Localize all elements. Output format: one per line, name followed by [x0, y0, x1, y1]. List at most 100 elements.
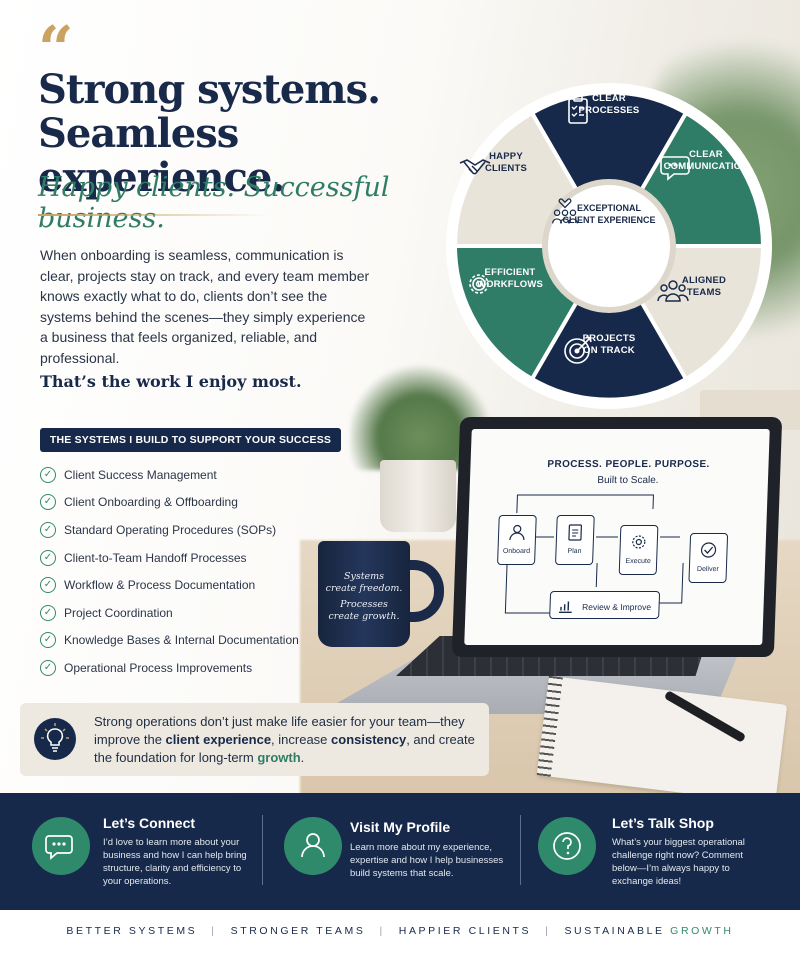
list-item-label: Project Coordination — [64, 605, 173, 620]
plant-pot — [380, 460, 456, 532]
closing-statement: That’s the work I enjoy most. — [40, 372, 302, 391]
process-step-plan: Plan — [555, 515, 595, 565]
list-item: ✓Client Success Management — [40, 461, 330, 489]
mug-text-line: create growth. — [328, 611, 400, 622]
mug-handle — [400, 560, 444, 622]
tagline-underline — [38, 214, 268, 216]
process-step-review: Review & Improve — [549, 591, 661, 619]
team-icon — [657, 280, 689, 302]
check-icon: ✓ — [40, 604, 56, 621]
quote-mark-icon: “ — [38, 12, 74, 85]
segment-label-line-1: HAPPY — [489, 151, 523, 162]
footer-profile-text: Learn more about my experience, expertis… — [350, 842, 504, 879]
list-item: ✓ Standard Operating Procedures (SOPs) — [40, 516, 330, 544]
segment-label-line-1: CLEAR — [592, 93, 626, 104]
clipboard-check-icon — [568, 95, 588, 124]
segment-clear-processes: CLEAR PROCESSES — [561, 93, 657, 124]
mug-text-line: create freedom. — [325, 583, 403, 594]
strap-separator: | — [211, 925, 217, 937]
mug-text: Systems create freedom. Processes create… — [318, 571, 410, 623]
segment-efficient-workflows: EFFICIENT WORKFLOWS — [462, 267, 558, 294]
segment-aligned-teams: ALIGNED TEAMS — [656, 275, 752, 302]
footer-profile[interactable]: Visit My Profile Learn more about my exp… — [284, 811, 514, 895]
footer-strapline: BETTER SYSTEMS | STRONGER TEAMS | HAPPIER CL… — [0, 910, 800, 953]
check-icon: ✓ — [40, 494, 56, 511]
callout-box: Strong operations don’t just make life e… — [20, 703, 489, 776]
list-item-label: Standard Operating Procedures (SOPs) — [64, 522, 277, 537]
process-step-label: Review & Improve — [581, 602, 652, 612]
list-item-label: Knowledge Bases & Internal Documentation — [64, 633, 299, 648]
process-step-execute: Execute — [618, 525, 659, 575]
callout-text-part: Strong operations don’t just make life e… — [94, 714, 465, 747]
chat-icon — [32, 817, 90, 875]
target-icon — [564, 336, 592, 364]
bar-chart-icon — [559, 601, 572, 614]
callout-highlight-growth: growth — [257, 750, 301, 765]
list-item-label: Client-to-Team Handoff Processes — [64, 550, 247, 565]
callout-text-part: , increase — [271, 732, 332, 747]
callout-text-part: , and create the foundation for long-ter… — [94, 732, 475, 765]
chat-bubble-icon — [660, 156, 690, 181]
checklist-icon — [568, 524, 582, 541]
callout-highlight-consistency: consistency — [331, 732, 407, 747]
check-icon: ✓ — [40, 632, 56, 649]
footer-talk-text: What’s your biggest operational challeng… — [612, 837, 745, 887]
people-heart-icon — [552, 198, 578, 224]
segment-label-line-2: COMMUNICATION — [663, 161, 749, 172]
mug-text-line: Systems — [343, 571, 385, 582]
headline-line-1: Strong systems. — [38, 66, 381, 113]
systems-list-title: THE SYSTEMS I BUILD TO SUPPORT YOUR SUCC… — [40, 428, 341, 452]
footer-connect-text: I’d love to learn more about your busine… — [103, 837, 247, 887]
systems-list: ✓Client Success Management ✓ Client Onboa… — [40, 461, 330, 682]
segment-label-line-2: ON TRACK — [583, 345, 635, 356]
check-icon: ✓ — [40, 549, 56, 566]
segment-label-line-1: CLEAR — [689, 149, 723, 160]
list-item: ✓ Client-to-Team Handoff Processes — [40, 544, 330, 572]
list-item: ✓ Knowledge Bases & Internal Documentatio… — [40, 627, 330, 655]
segment-label-line-1: EFFICIENT — [484, 267, 536, 278]
segment-happy-clients: HAPPY CLIENTS — [458, 151, 554, 175]
headline-line-2: Seamless experience. — [38, 110, 285, 201]
callout-highlight-client-experience: client experience — [165, 732, 272, 747]
intro-paragraph: When onboarding is seamless, communicati… — [40, 247, 370, 366]
footer-connect[interactable]: Let’s Connect I’d love to learn more abo… — [32, 811, 252, 895]
center-label-line-1: EXCEPTIONAL — [576, 203, 641, 213]
segment-label-line-2: PROCESSES — [578, 105, 640, 116]
process-step-deliver: Deliver — [688, 533, 729, 583]
footer-talk-title: Let’s Talk Shop — [612, 815, 714, 831]
wheel-center — [542, 179, 676, 313]
segment-label-line-2: WORKFLOWS — [476, 279, 544, 290]
footer-profile-title: Visit My Profile — [350, 819, 451, 835]
check-icon: ✓ — [40, 577, 56, 594]
footer-talk[interactable]: Let’s Talk Shop What’s your biggest oper… — [538, 811, 768, 895]
gear-icon — [632, 535, 646, 549]
wheel-center-label: EXCEPTIONAL CLIENT EXPERIENCE — [550, 196, 668, 226]
strap-item: HAPPIER CLIENTS — [398, 925, 532, 937]
segment-label-line-2: TEAMS — [686, 287, 722, 298]
process-step-label: Plan — [567, 548, 582, 555]
list-item-label: Workflow & Process Documentation — [64, 578, 256, 593]
question-icon — [538, 817, 596, 875]
strap-item-growth: GROWTH — [670, 925, 734, 937]
check-icon: ✓ — [40, 521, 56, 538]
laptop-display: PROCESS. PEOPLE. PURPOSE. Built to Scale… — [464, 429, 770, 645]
list-item: ✓Operational Process Improvements — [40, 654, 330, 682]
strap-separator: | — [379, 925, 385, 937]
strap-item: BETTER SYSTEMS — [66, 925, 198, 937]
segment-label-line-2: CLIENTS — [484, 163, 528, 174]
segment-clear-communication: CLEAR COMMUNICATION — [658, 149, 754, 181]
segment-label-line-1: ALIGNED — [681, 275, 727, 286]
list-item: ✓ Workflow & Process Documentation — [40, 571, 330, 599]
callout-text: Strong operations don’t just make life e… — [94, 713, 484, 767]
mug-text-line: Processes — [340, 599, 388, 610]
experience-wheel: CLEAR PROCESSES CLEAR COMMUNICATION ALIG… — [446, 83, 772, 409]
strap-item: STRONGER TEAMS — [230, 925, 366, 937]
tagline: Happy clients. Successful business. — [38, 172, 390, 234]
lightbulb-icon — [34, 718, 76, 760]
handshake-icon — [459, 159, 491, 175]
segment-label-line-1: PROJECTS — [582, 333, 636, 344]
wheel-segment-processes — [529, 90, 689, 250]
list-item-label: Client Onboarding & Offboarding — [64, 495, 238, 510]
footer-divider — [520, 815, 521, 885]
person-icon — [509, 524, 525, 541]
